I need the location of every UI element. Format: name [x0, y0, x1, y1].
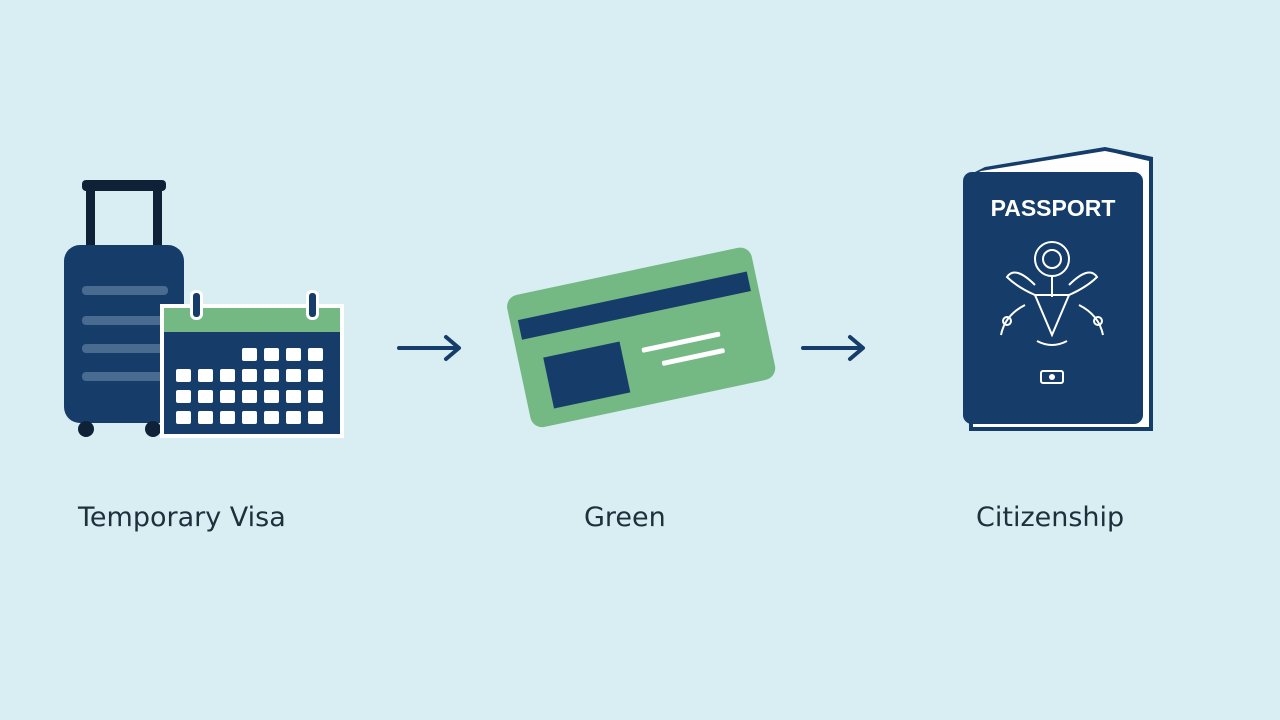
- calendar-day-cell: [176, 390, 191, 403]
- calendar-day-cell: [308, 390, 323, 403]
- arrow-right-icon: [801, 335, 865, 361]
- stage-label-green-card: Green: [584, 502, 666, 533]
- calendar-icon: [160, 290, 344, 438]
- calendar-day-cell: [198, 369, 213, 382]
- calendar-day-cell: [220, 369, 235, 382]
- calendar-day-cell: [220, 411, 235, 424]
- calendar-day-cell: [308, 348, 323, 361]
- suitcase-calendar-icon: [64, 180, 344, 438]
- calendar-day-cell: [286, 411, 301, 424]
- passport-title: PASSPORT: [991, 195, 1116, 221]
- calendar-day-cell: [264, 348, 279, 361]
- calendar-day-cell: [286, 369, 301, 382]
- calendar-day-cell: [198, 390, 213, 403]
- stage-label-temporary-visa: Temporary Visa: [78, 502, 286, 533]
- calendar-day-cell: [242, 390, 257, 403]
- calendar-day-cell: [220, 390, 235, 403]
- green-card-icon: [507, 247, 776, 428]
- calendar-day-cell: [198, 411, 213, 424]
- calendar-day-cell: [286, 348, 301, 361]
- calendar-day-cell: [176, 369, 191, 382]
- calendar-day-cell: [264, 411, 279, 424]
- calendar-day-cell: [286, 390, 301, 403]
- suitcase-icon: [64, 180, 184, 437]
- eagle-seal-icon: [1000, 241, 1104, 346]
- arrow-right-icon: [397, 335, 461, 361]
- stage-label-citizenship: Citizenship: [976, 502, 1125, 533]
- passport-icon: PASSPORT: [963, 147, 1153, 431]
- calendar-day-cell: [176, 411, 191, 424]
- calendar-day-cell: [242, 348, 257, 361]
- calendar-day-cell: [308, 411, 323, 424]
- calendar-day-cell: [308, 369, 323, 382]
- calendar-day-cell: [264, 369, 279, 382]
- calendar-grid: [176, 348, 323, 424]
- calendar-day-cell: [242, 369, 257, 382]
- calendar-day-cell: [242, 411, 257, 424]
- biometric-chip-icon: [1040, 370, 1064, 384]
- calendar-day-cell: [264, 390, 279, 403]
